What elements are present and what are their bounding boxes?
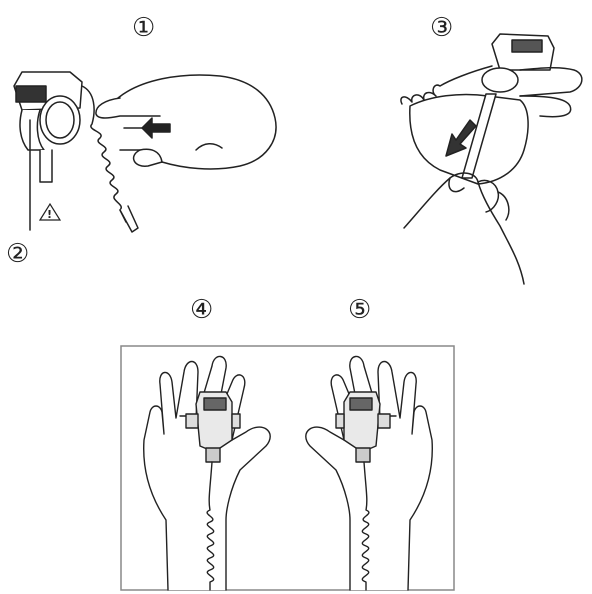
svg-text:!: !: [47, 208, 52, 221]
panel-3-tighten-strap: [401, 34, 582, 284]
step-4-number: ④: [190, 295, 213, 325]
insert-direction-arrow: [142, 118, 170, 138]
coiled-cable: [82, 86, 126, 222]
ring-scanner-device: [482, 34, 554, 92]
step-2-number: ②: [6, 239, 29, 269]
ring-scanner-device: [14, 72, 82, 182]
panel-1-insert-finger: [14, 72, 276, 232]
hand-step-1: [96, 75, 276, 169]
step-5-number: ⑤: [348, 295, 371, 325]
step-3-number: ③: [430, 13, 453, 43]
step-1-number: ①: [132, 13, 155, 43]
warning-triangle-icon: !: [40, 204, 60, 221]
